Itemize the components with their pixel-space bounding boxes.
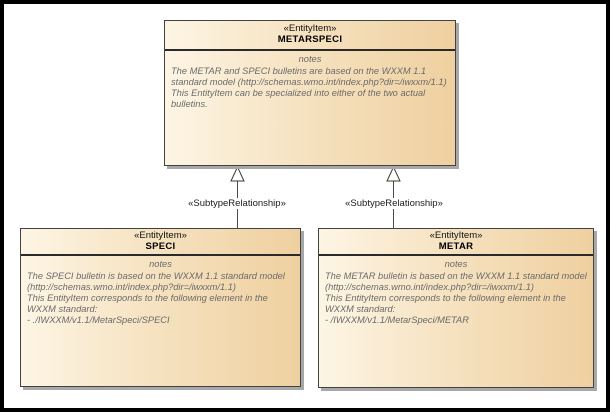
entity-metarspeci-notes: notes The METAR and SPECI bulletins are … [165,51,455,114]
relationship-label-right: «SubtypeRelationship» [343,198,445,209]
stereotype-label: «EntityItem» [134,229,187,241]
entity-name: METAR [438,240,474,252]
entity-metar[interactable]: «EntityItem» METAR notes The METAR bulle… [318,228,594,388]
hollow-triangle-arrowhead [386,165,401,182]
entity-speci-header: «EntityItem» SPECI [21,229,300,256]
entity-metarspeci[interactable]: «EntityItem» METARSPECI notes The METAR … [164,20,456,166]
note-text: This EntityItem corresponds to the follo… [325,293,566,314]
note-text: The SPECI bulletin is based on the WXXM … [27,271,285,292]
relationship-label-left: «SubtypeRelationship» [186,198,288,209]
note-text: The METAR and SPECI bulletins are based … [171,66,447,87]
notes-compartment-label: notes [298,54,322,64]
entity-speci[interactable]: «EntityItem» SPECI notes The SPECI bulle… [20,228,301,387]
note-text: This EntityItem can be specialized into … [171,88,426,109]
entity-metar-notes: notes The METAR bulletin is based on the… [319,256,593,330]
note-text: The METAR bulletin is based on the WXXM … [325,271,587,292]
entity-metar-header: «EntityItem» METAR [319,229,593,256]
entity-speci-notes: notes The SPECI bulletin is based on the… [21,256,300,330]
note-text: - /IWXXM/v1.1/MetarSpeci/METAR [325,315,469,325]
connectors-layer [230,165,401,228]
notes-compartment-label: notes [444,259,468,269]
entity-name: SPECI [145,240,176,252]
entity-name: METARSPECI [277,34,343,45]
stereotype-label: «EntityItem» [429,229,483,241]
entity-metarspeci-header: «EntityItem» METARSPECI [165,21,455,51]
note-text: This EntityItem corresponds to the follo… [27,293,268,314]
note-text: - ./IWXXM/v1.1/MetarSpeci/SPECI [27,315,170,325]
hollow-triangle-arrowhead [230,165,245,182]
notes-compartment-label: notes [149,259,172,269]
stereotype-label: «EntityItem» [283,23,337,34]
